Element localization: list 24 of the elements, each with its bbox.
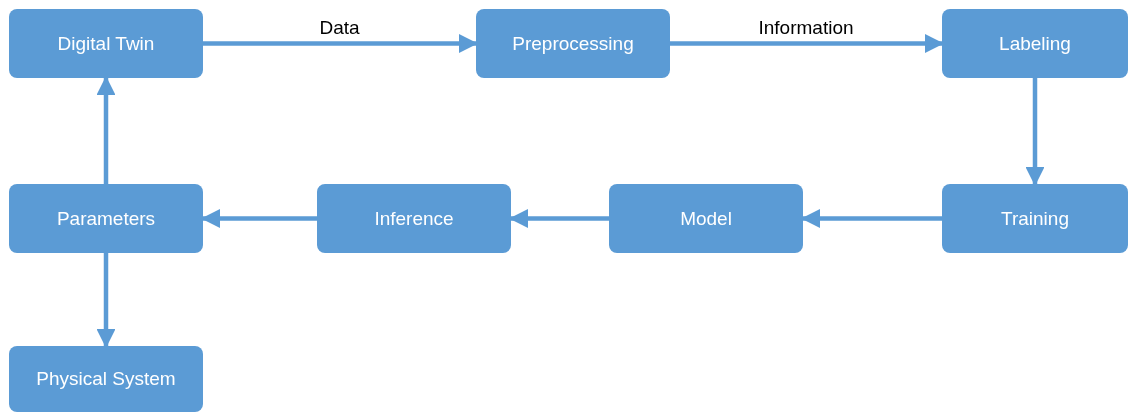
box-label: Digital Twin — [57, 32, 155, 55]
arrow — [509, 209, 609, 228]
arrow — [203, 34, 478, 53]
box-label: Inference — [374, 207, 454, 230]
process-box — [9, 346, 203, 412]
process-box — [317, 184, 511, 253]
process-box — [942, 184, 1128, 253]
arrow — [201, 209, 317, 228]
box-label: Labeling — [999, 32, 1071, 55]
process-box — [476, 9, 670, 78]
arrow — [1025, 78, 1045, 186]
box-label: Physical System — [36, 368, 176, 390]
box-label: Parameters — [56, 207, 156, 230]
process-box — [9, 184, 203, 253]
box-label: Preprocessing — [512, 32, 634, 55]
box-label: Training — [1001, 207, 1069, 230]
arrow — [96, 253, 116, 348]
arrow — [801, 209, 942, 228]
arrow — [670, 34, 944, 53]
process-box — [942, 9, 1128, 78]
process-box — [609, 184, 803, 253]
process-box — [9, 9, 203, 78]
arrow — [96, 76, 116, 184]
box-label: Model — [680, 207, 732, 230]
